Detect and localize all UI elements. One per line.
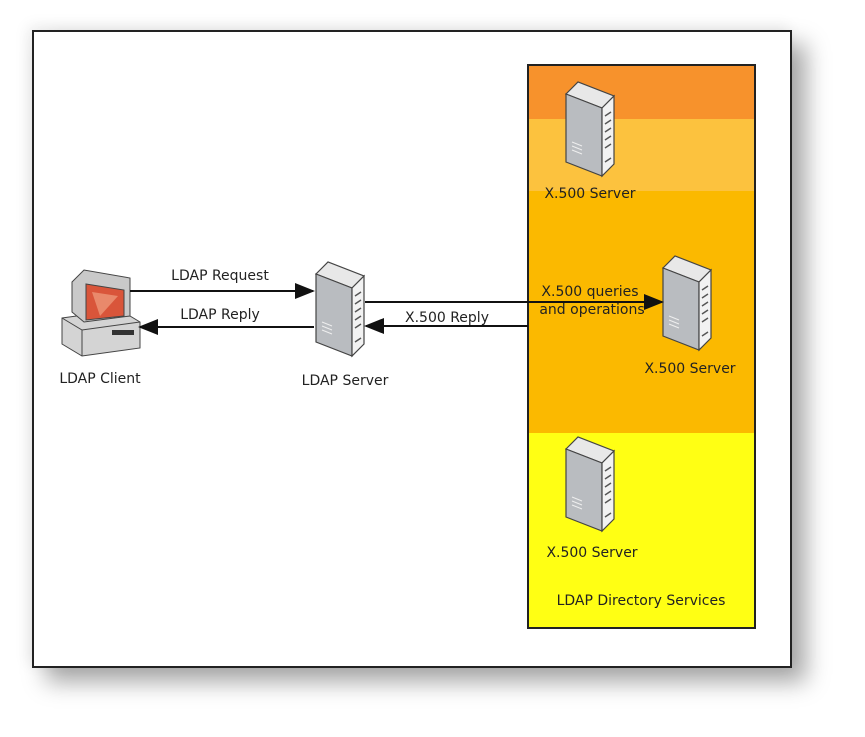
ldap-directory-services-group: LDAP Directory Services xyxy=(527,64,756,629)
x500-query-label-2: and operations xyxy=(539,302,644,318)
x500-bottom-label: X.500 Server xyxy=(546,545,637,561)
reply-label: LDAP Reply xyxy=(180,307,260,323)
group-label: LDAP Directory Services xyxy=(557,593,726,609)
request-label: LDAP Request xyxy=(171,268,269,284)
ldap-client-icon xyxy=(61,269,141,357)
x500-reply-label: X.500 Reply xyxy=(405,310,489,326)
band-light-orange xyxy=(528,119,755,191)
x500-server-bottom-icon xyxy=(565,436,615,532)
ldap-server-label: LDAP Server xyxy=(302,373,389,389)
band-orange xyxy=(528,65,755,119)
x500-mid-label: X.500 Server xyxy=(644,361,735,377)
band-amber xyxy=(528,191,755,433)
x500-server-mid-icon xyxy=(662,255,712,351)
x500-query-label-1: X.500 queries xyxy=(541,284,638,300)
client-label: LDAP Client xyxy=(59,371,141,387)
x500-server-top-icon xyxy=(565,81,615,177)
group-border xyxy=(527,64,756,629)
ldap-server-icon xyxy=(315,261,365,357)
x500-top-label: X.500 Server xyxy=(544,186,635,202)
